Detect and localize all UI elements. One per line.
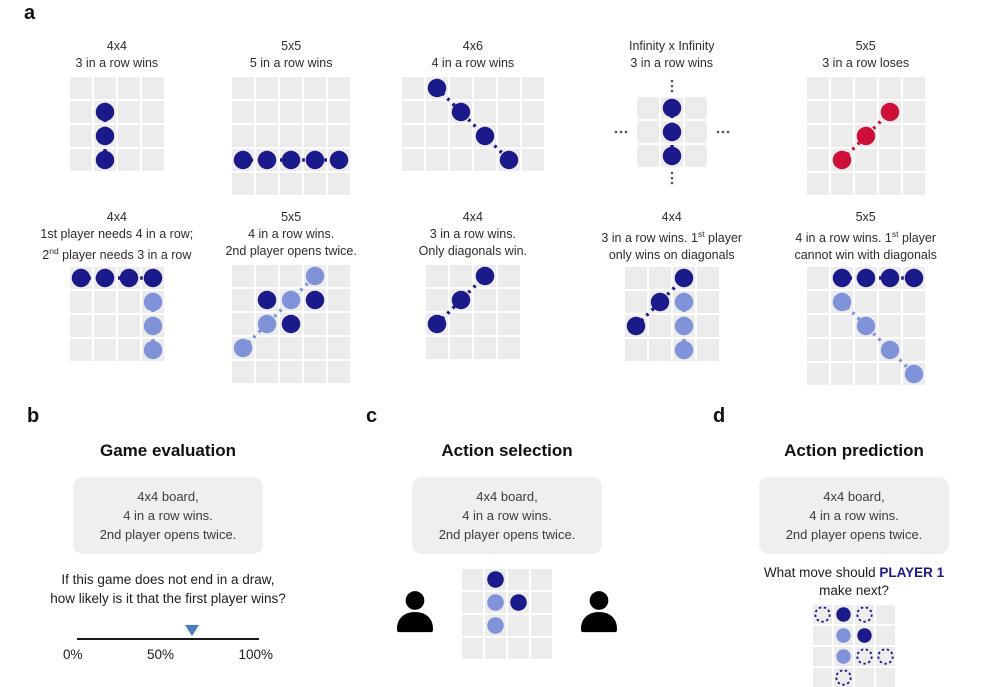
tick-100: 100% — [238, 647, 273, 662]
panel-b-label: b — [27, 405, 40, 427]
prediction-question-line-1: What move should PLAYER 1 — [763, 565, 945, 580]
slider-track[interactable] — [77, 638, 259, 640]
game-board — [609, 77, 735, 185]
game-board — [232, 77, 351, 195]
game-board — [232, 265, 351, 383]
tick-50: 50% — [146, 647, 174, 662]
game-board — [806, 77, 925, 195]
panel-c-title: Action selection — [441, 441, 573, 460]
probability-slider: 0% 50% 100% — [63, 625, 273, 662]
panel-d-label: d — [713, 405, 726, 427]
panel-b-game-evaluation: b Game evaluation 4x4 board,4 in a row w… — [18, 405, 318, 662]
player-1-icon — [397, 590, 433, 632]
game-board — [425, 265, 520, 359]
panel-b-title: Game evaluation — [99, 441, 237, 460]
game-board — [69, 267, 164, 362]
slider-marker-triangle[interactable] — [184, 625, 199, 636]
game-board[interactable] — [704, 605, 997, 687]
prediction-question-line-2: make next? — [819, 583, 889, 598]
evaluation-question: If this game does not end in a draw,how … — [50, 572, 286, 606]
game-rules-box: 4x4 board,4 in a row wins.2nd player ope… — [759, 477, 949, 554]
game-board — [624, 267, 719, 362]
panel-c-action-selection: c Action selection 4x4 board,4 in a row … — [357, 405, 657, 659]
slider-tick-labels: 0% 50% 100% — [63, 647, 273, 662]
panel-c-label: c — [366, 405, 378, 427]
game-board — [462, 569, 552, 659]
game-board — [69, 77, 164, 171]
game-board — [806, 267, 925, 386]
prediction-question: What move should PLAYER 1 make next? — [704, 564, 997, 600]
panel-a-label: a — [24, 2, 36, 24]
game-board — [401, 77, 544, 171]
tick-0: 0% — [63, 647, 83, 662]
panel-d-action-prediction: d Action prediction 4x4 board,4 in a row… — [704, 405, 997, 687]
player-2-icon — [581, 590, 617, 632]
players-and-board-row — [357, 564, 657, 659]
player-1-highlight: PLAYER 1 — [879, 565, 945, 580]
game-rules-box: 4x4 board,4 in a row wins.2nd player ope… — [412, 477, 602, 554]
panel-d-title: Action prediction — [784, 441, 924, 460]
game-rules-box: 4x4 board,4 in a row wins.2nd player ope… — [73, 477, 263, 554]
